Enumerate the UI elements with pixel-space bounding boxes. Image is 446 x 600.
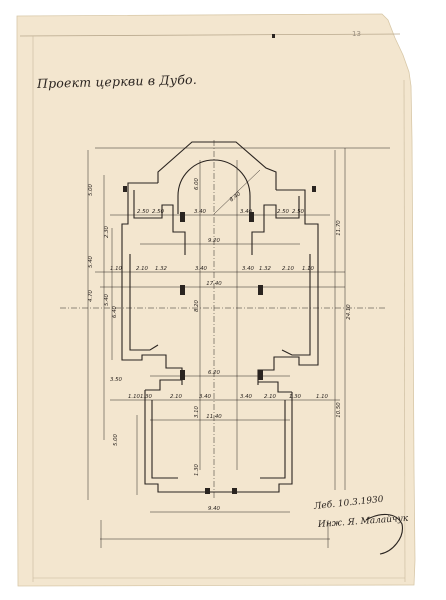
dimension-label: 1.10	[110, 266, 123, 272]
crossing-inner-left	[129, 254, 159, 351]
upper-chamber-left	[133, 190, 186, 255]
dimension-label: 2.50	[277, 209, 290, 215]
dimension-label: 2.10	[170, 394, 183, 400]
dimension-label: 6.00	[194, 177, 200, 190]
dimension-label: 8.20	[194, 299, 200, 312]
crossing-inner-right	[281, 254, 311, 356]
apse-arc	[177, 159, 251, 214]
frame-top-line	[19, 33, 401, 37]
dimension-label: 1.10	[316, 394, 329, 400]
nave-inner-right	[260, 400, 286, 479]
upper-left-wall	[121, 182, 158, 246]
dimension-label: 2.30	[104, 225, 110, 238]
dimension-label: 10.50	[336, 402, 342, 418]
apse-diagonal	[213, 169, 261, 215]
dimension-label: 2.10	[264, 394, 277, 400]
dimension-label: 1.30	[140, 394, 153, 400]
dimension-label: 3.40	[240, 209, 253, 215]
dimension-label: 1.32	[155, 266, 168, 272]
dimension-label: 4.70	[88, 289, 94, 302]
dimension-label: 5.40	[104, 293, 110, 306]
column-stub	[312, 186, 316, 192]
dimension-label: 1.32	[259, 266, 272, 272]
nave-step-right	[258, 381, 292, 393]
column-stub	[123, 186, 127, 192]
column-stub	[258, 370, 263, 380]
dimension-label: 2.10	[136, 266, 149, 272]
dimension-label: 3.40	[194, 209, 207, 215]
column-stub	[205, 488, 210, 494]
dimension-label: 3.40	[199, 394, 212, 400]
frame-right-line	[403, 79, 406, 583]
corner-mark: 13	[352, 30, 361, 38]
dimension-label: 1.30	[194, 463, 200, 476]
dimension-label: 1.10	[128, 394, 141, 400]
column-stub	[180, 370, 185, 380]
dimension-label: 5.00	[88, 183, 94, 196]
nave-right-wall	[252, 392, 293, 493]
dimension-label: 24.10	[346, 304, 352, 320]
column-stub	[249, 212, 254, 222]
apse-outline	[157, 141, 277, 190]
dimension-label: 11.70	[336, 220, 342, 236]
dimension-label: 3.40	[195, 266, 208, 272]
dimension-label: 1.10	[302, 266, 315, 272]
pin-mark	[272, 34, 275, 38]
column-stub	[180, 212, 185, 222]
dimension-label: 2.50	[137, 209, 150, 215]
dimension-label: 9.20	[208, 238, 221, 244]
nave-left-wall	[144, 390, 188, 493]
dimension-label: 9.40	[208, 506, 221, 512]
crossing-left-wall	[121, 246, 183, 385]
dimension-label: 1.30	[289, 394, 302, 400]
dimension-label: 3.50	[110, 377, 123, 383]
dimension-label: 3.40	[240, 394, 253, 400]
dimension-label: 6.20	[208, 370, 221, 376]
dimension-label: 5.40	[88, 255, 94, 268]
construction-lines	[60, 140, 390, 548]
dimension-label: 3.10	[194, 405, 200, 418]
nave-inner-left	[151, 400, 178, 479]
dimension-label: 5.00	[113, 433, 119, 446]
dimension-label: 2.50	[152, 209, 165, 215]
dimension-label: 2.50	[292, 209, 305, 215]
dimension-label: 3.40	[242, 266, 255, 272]
upper-chamber-right	[251, 196, 300, 255]
column-stub	[180, 285, 185, 295]
nave-step-left	[145, 379, 182, 391]
wall-stubs	[123, 186, 316, 494]
upper-right-wall	[276, 189, 319, 246]
column-stub	[232, 488, 237, 494]
dimension-label: 11.40	[206, 414, 222, 420]
floor-plan	[121, 141, 319, 493]
paper-sheet	[16, 13, 416, 587]
dimension-label: 17.40	[206, 281, 222, 287]
column-stub	[258, 285, 263, 295]
dimension-label: 6.40	[112, 305, 118, 318]
dimension-label: 2.10	[282, 266, 295, 272]
